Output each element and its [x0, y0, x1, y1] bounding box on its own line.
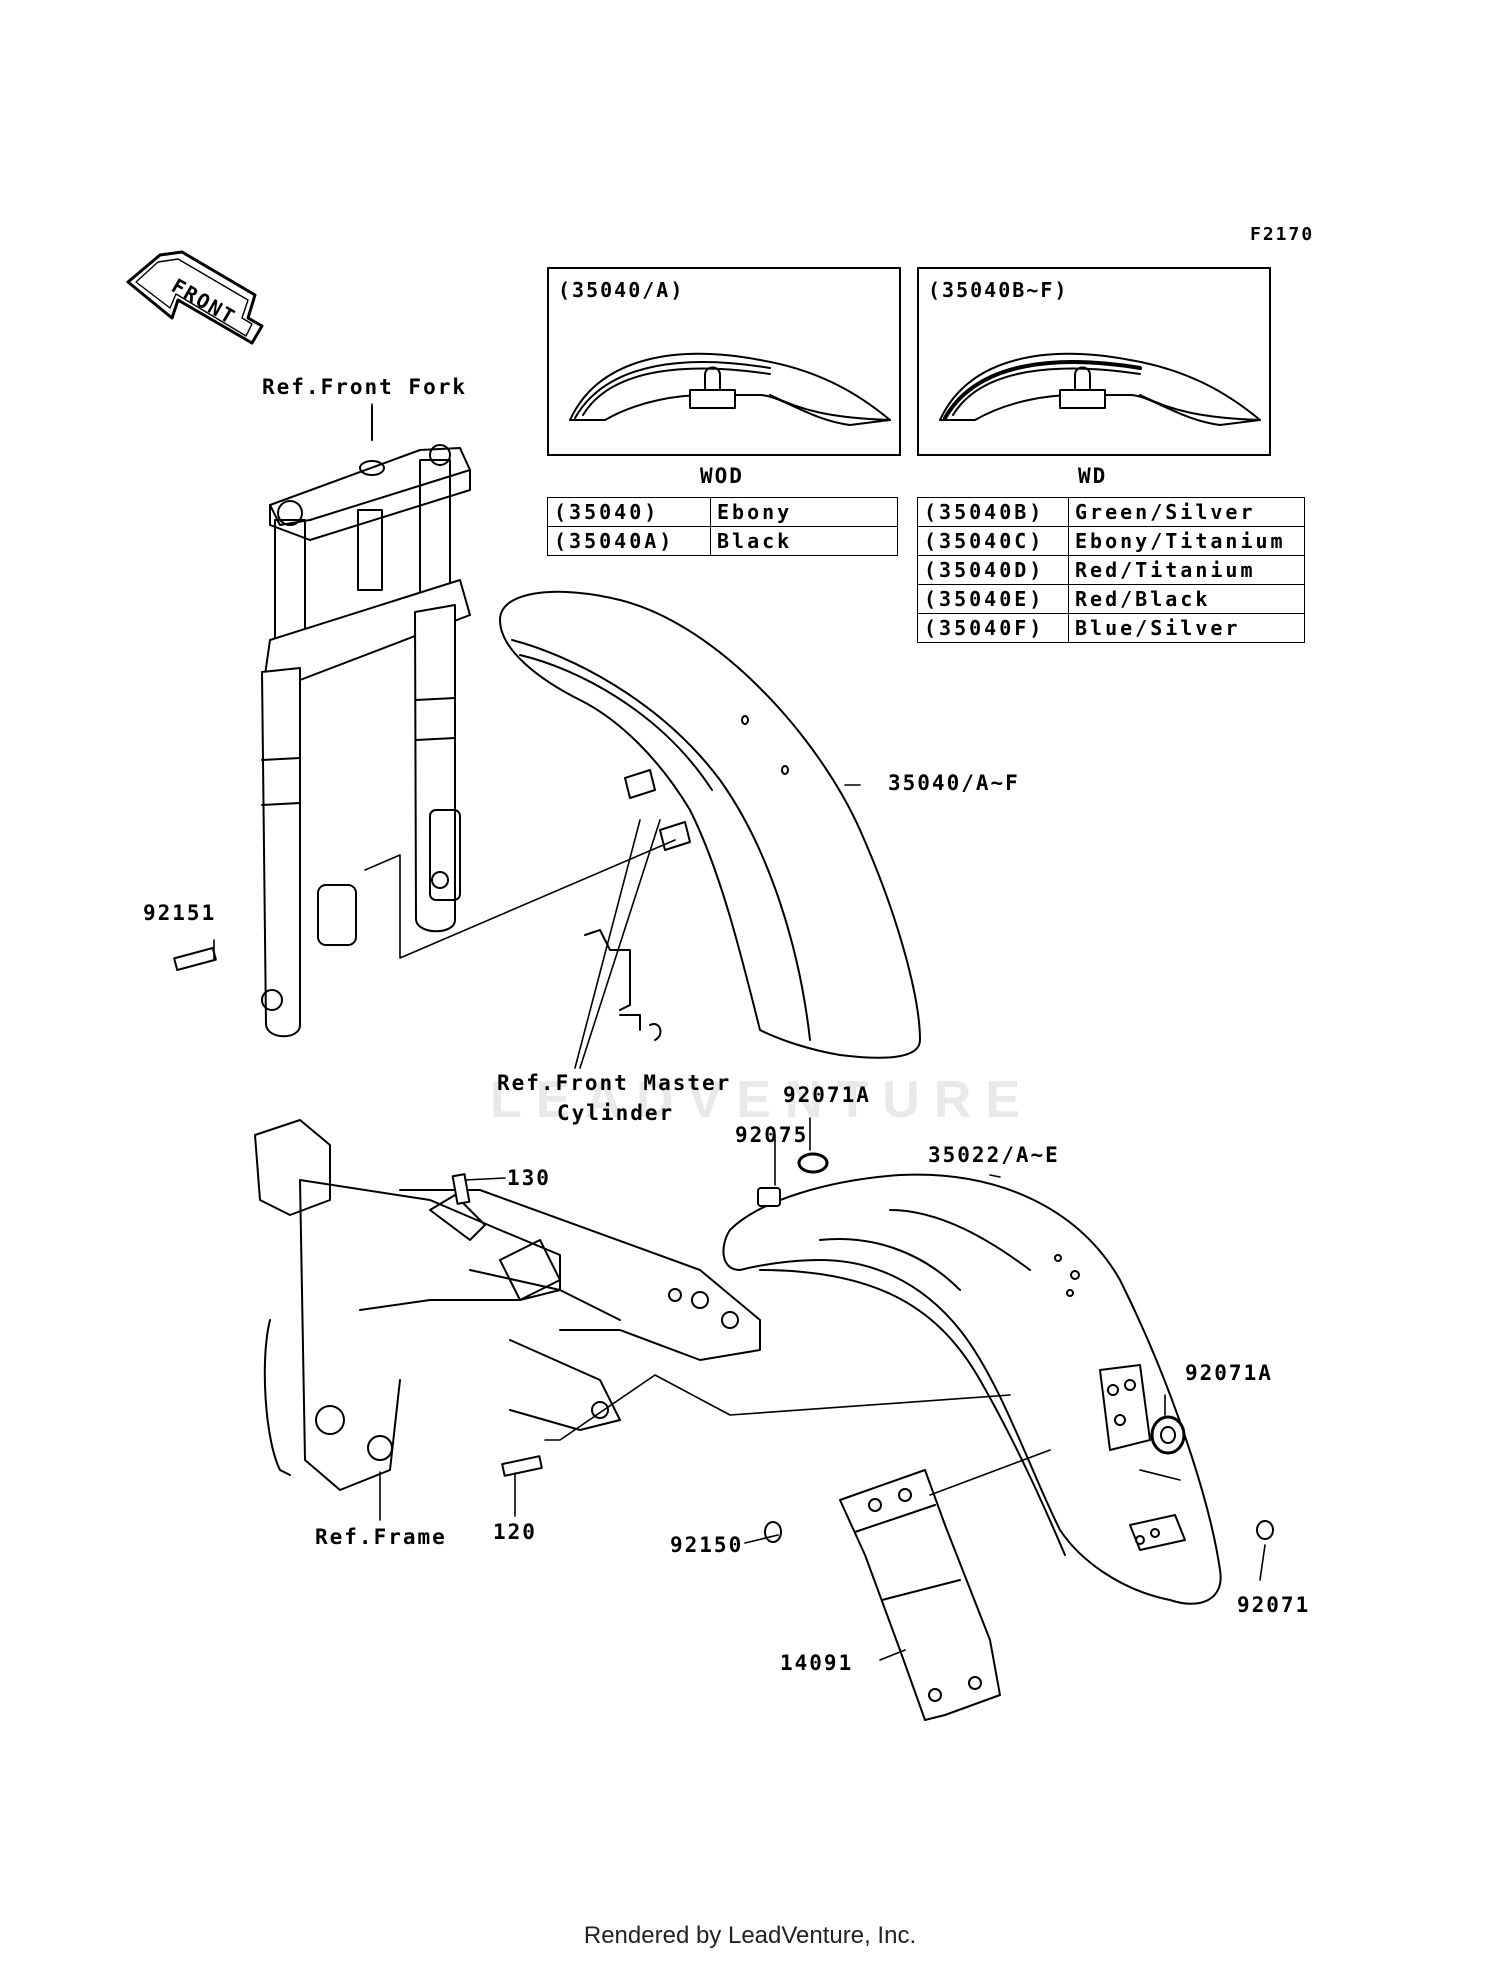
callout-ref-frame: Ref.Frame — [315, 1525, 447, 1549]
callout-130: 130 — [507, 1166, 551, 1190]
leader-lines — [213, 403, 1266, 1661]
variant-box-wd — [917, 267, 1271, 456]
table-row: (35040D) Red/Titanium — [917, 555, 1305, 585]
wd-caption: WD — [1078, 464, 1108, 488]
color-cell: Red/Black — [1068, 584, 1305, 614]
rear-fender-illustration — [722, 1173, 1222, 1605]
table-row: (35040E) Red/Black — [917, 584, 1305, 614]
part-code-cell: (35040C) — [917, 526, 1069, 556]
callout-14091: 14091 — [780, 1651, 854, 1675]
variant-box-wod — [547, 267, 901, 456]
callout-ref-front-master: Ref.Front Master — [497, 1071, 732, 1095]
callout-35040: 35040/A~F — [888, 771, 1020, 795]
callout-92071a-right: 92071A — [1185, 1361, 1273, 1385]
callout-92150: 92150 — [670, 1533, 744, 1557]
part-code-cell: (35040D) — [917, 555, 1069, 585]
front-arrow-icon: FRONT — [126, 250, 264, 345]
callout-ref-front-fork: Ref.Front Fork — [262, 375, 468, 399]
part-code-cell: (35040F) — [917, 613, 1069, 643]
color-cell: Ebony — [710, 497, 898, 527]
diagram-code: F2170 — [1250, 224, 1315, 245]
watermark-text: LEADVENTURE — [490, 1071, 1035, 1129]
table-row: (35040) Ebony — [547, 497, 898, 527]
variant-box-wd-title: (35040B~F) — [928, 278, 1069, 302]
wd-color-table: (35040B) Green/Silver (35040C) Ebony/Tit… — [917, 497, 1305, 643]
part-code-cell: (35040B) — [917, 497, 1069, 527]
color-cell: Red/Titanium — [1068, 555, 1305, 585]
color-cell: Black — [710, 526, 898, 556]
hardware-illustration — [173, 947, 1274, 1543]
callout-120: 120 — [493, 1520, 537, 1544]
table-row: (35040C) Ebony/Titanium — [917, 526, 1305, 556]
front-fork-illustration — [261, 406, 471, 1038]
fender-wd-illustration — [939, 352, 1261, 426]
callout-92075: 92075 — [735, 1123, 809, 1147]
color-cell: Ebony/Titanium — [1068, 526, 1305, 556]
table-row: (35040B) Green/Silver — [917, 497, 1305, 527]
part-code-cell: (35040A) — [547, 526, 711, 556]
callout-ref-front-master-cylinder: Cylinder — [557, 1101, 675, 1125]
variant-box-wod-title: (35040/A) — [558, 278, 685, 302]
color-cell: Blue/Silver — [1068, 613, 1305, 643]
part-code-cell: (35040) — [547, 497, 711, 527]
footer-credit: Rendered by LeadVenture, Inc. — [583, 1922, 917, 1949]
callout-92071a-top: 92071A — [783, 1083, 871, 1107]
mud-flap-illustration — [839, 1469, 1001, 1721]
wod-caption: WOD — [700, 464, 744, 488]
fender-wod-illustration — [569, 352, 891, 426]
callout-92071: 92071 — [1237, 1593, 1311, 1617]
callout-92151: 92151 — [143, 901, 217, 925]
callout-35022: 35022/A~E — [928, 1143, 1060, 1167]
table-row: (35040F) Blue/Silver — [917, 613, 1305, 643]
table-row: (35040A) Black — [547, 526, 898, 556]
brake-hose-clamp-illustration — [584, 929, 662, 1041]
frame-illustration — [254, 1119, 761, 1491]
color-cell: Green/Silver — [1068, 497, 1305, 527]
part-code-cell: (35040E) — [917, 584, 1069, 614]
front-fender-illustration — [499, 590, 921, 1059]
wod-color-table: (35040) Ebony (35040A) Black — [547, 497, 898, 556]
